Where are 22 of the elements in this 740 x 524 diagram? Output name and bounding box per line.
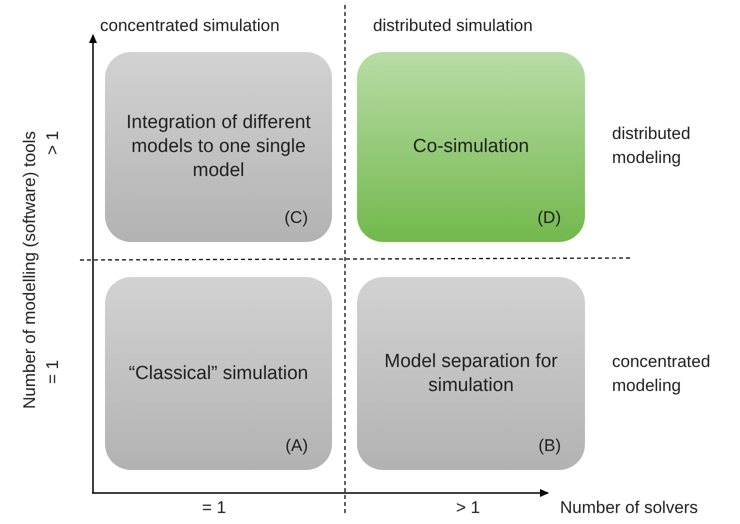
axis-title: Number of solvers bbox=[560, 498, 698, 518]
quadrant-letter: (A) bbox=[285, 436, 308, 456]
tick-label: = 1 bbox=[202, 498, 226, 518]
column-heading: concentrated simulation bbox=[100, 16, 280, 36]
quadrant-box bbox=[357, 277, 585, 470]
quadrant-text: “Classical” simulation bbox=[128, 362, 310, 386]
quadrant-letter: (D) bbox=[537, 208, 561, 228]
quadrant-text: Co-simulation bbox=[412, 135, 530, 159]
axis-title: Number of modelling (software) tools bbox=[20, 131, 40, 409]
quadrant-letter: (C) bbox=[284, 208, 308, 228]
tick-label: > 1 bbox=[43, 130, 63, 156]
quadrant-box bbox=[105, 52, 332, 242]
quadrant-text: Integration of different models to one single model bbox=[125, 111, 312, 183]
quadrant-box bbox=[357, 52, 585, 242]
column-heading: distributed simulation bbox=[373, 16, 533, 36]
quadrant-text: Model separation for simulation bbox=[383, 350, 559, 398]
tick-label: > 1 bbox=[456, 498, 480, 518]
row-heading: concentrated modeling bbox=[612, 351, 712, 397]
quadrant-box bbox=[105, 277, 332, 470]
tick-label: = 1 bbox=[43, 360, 63, 384]
row-heading: distributed modeling bbox=[612, 123, 692, 169]
quadrant-letter: (B) bbox=[538, 436, 561, 456]
